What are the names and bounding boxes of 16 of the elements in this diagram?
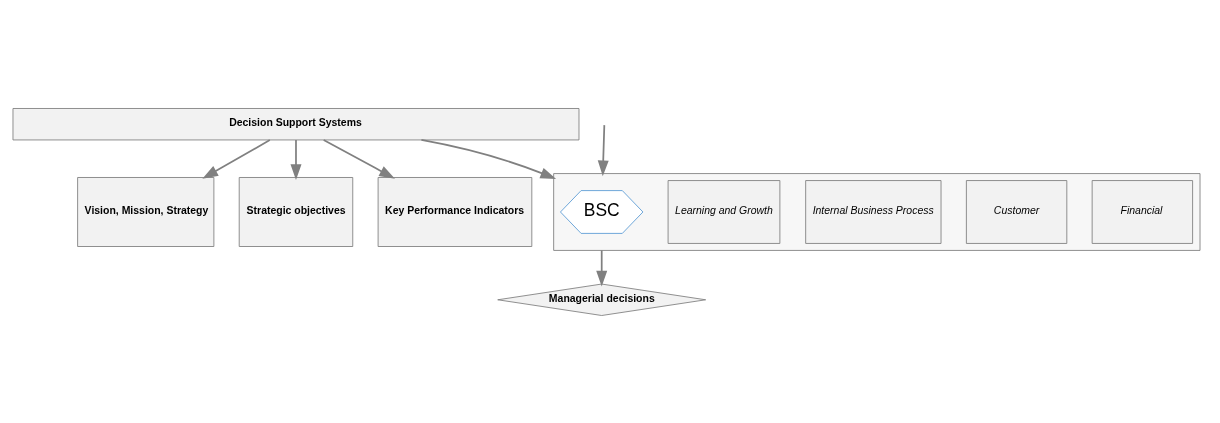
node-box: Financial — [1091, 179, 1194, 244]
arrow — [420, 138, 557, 179]
arrow — [597, 123, 609, 176]
node-box: Customer — [965, 179, 1068, 244]
arrow — [290, 138, 302, 180]
node-box: Internal Business Process — [805, 179, 942, 244]
node-box: Vision, Mission, Strategy — [77, 176, 215, 247]
arrow — [322, 138, 395, 179]
arrow — [202, 138, 271, 179]
node-box: Strategic objectives — [238, 176, 354, 247]
cluster — [553, 172, 1201, 251]
node-box: Learning and Growth — [667, 179, 781, 244]
node-box: Decision Support Systems — [12, 107, 580, 140]
node-diamond: Managerial decisions — [497, 283, 707, 316]
node-box: Key Performance Indicators — [377, 176, 533, 247]
arrow — [596, 249, 608, 286]
